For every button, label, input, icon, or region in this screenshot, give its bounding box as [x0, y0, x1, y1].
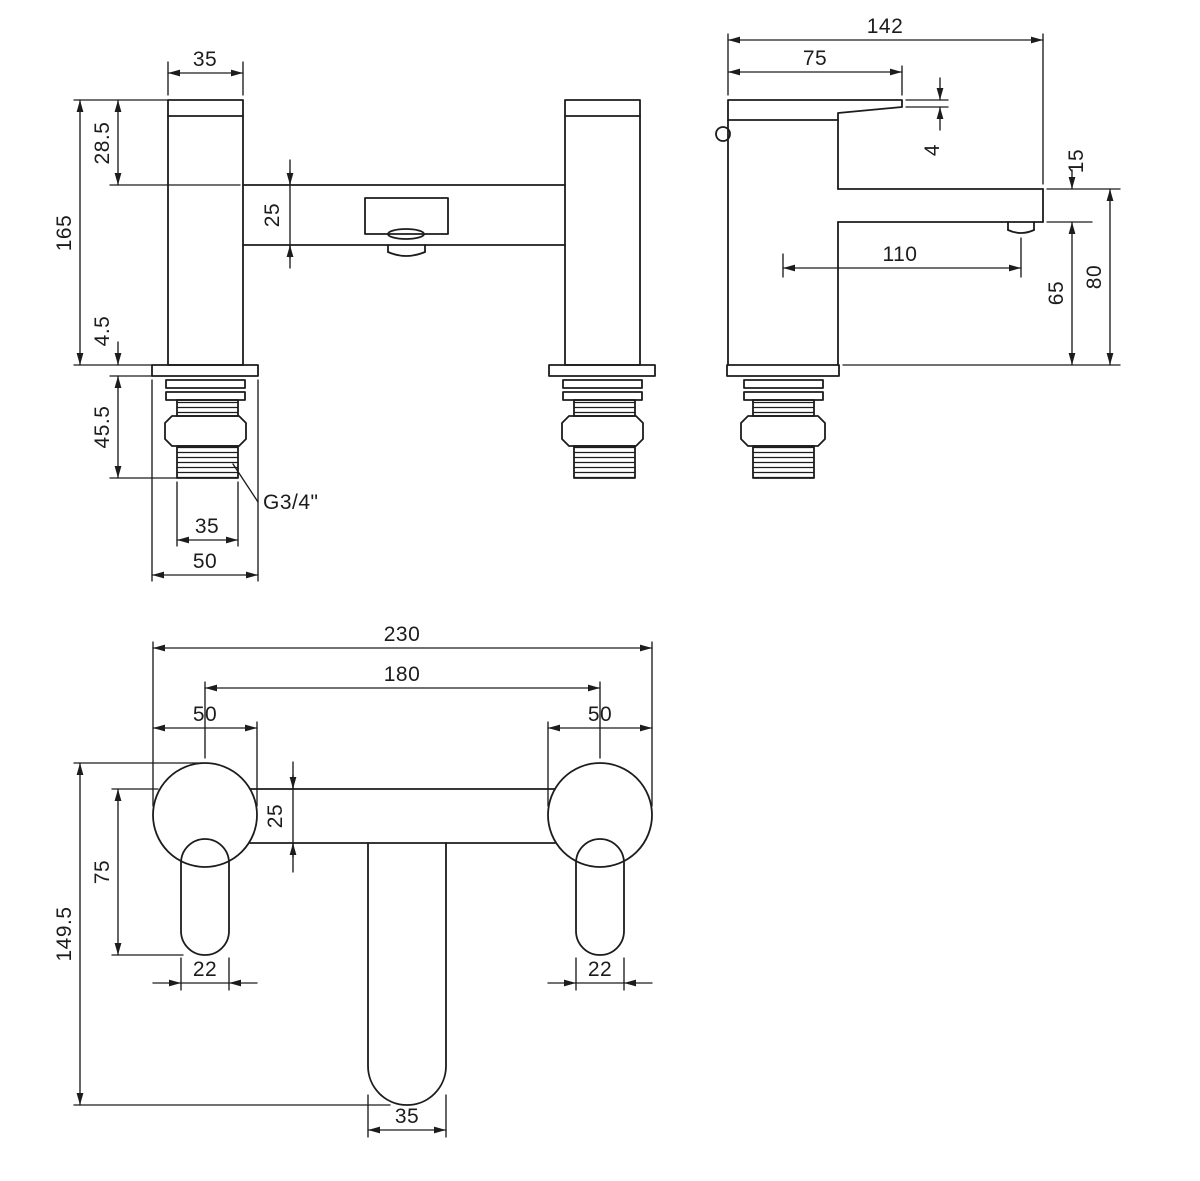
right-washer-1	[562, 379, 643, 389]
side-thread-upper	[752, 399, 815, 417]
dim-front-base-width: 50	[193, 550, 217, 573]
dim-front-shank-length: 45.5	[91, 406, 114, 449]
left-thread-lower	[176, 445, 239, 479]
dim-front-deck-plate: 4.5	[91, 316, 114, 347]
plan-dimensions: 230 180 50 50 25 75	[53, 623, 653, 1138]
front-right-shank	[548, 364, 656, 479]
dim-side-handle-reach: 75	[803, 47, 827, 70]
dim-plan-left-handle-width: 22	[193, 958, 217, 981]
side-deck-flange	[726, 364, 840, 377]
dim-plan-hole-centres: 180	[384, 663, 421, 686]
side-spout	[837, 188, 1044, 234]
front-spout-outlet	[387, 251, 426, 257]
left-washer-2	[165, 391, 246, 401]
side-view: 142 75 4 110 15 65 80	[715, 15, 1121, 479]
dim-side-lever-tip: 4	[921, 144, 944, 156]
dim-side-underside-height: 65	[1045, 281, 1068, 305]
thread-spec-leader	[232, 463, 259, 503]
dim-plan-spout-width: 35	[395, 1105, 419, 1128]
dim-front-total-height: 165	[53, 215, 76, 252]
side-dimensions: 142 75 4 110 15 65 80	[727, 15, 1121, 366]
dim-front-top-to-bridge: 28.5	[91, 122, 114, 165]
right-thread-upper	[573, 399, 636, 417]
dim-plan-right-handle-width: 22	[588, 958, 612, 981]
front-view: 35 28.5 165 25 4.5 45.5 G3/4"	[53, 48, 656, 582]
dim-plan-overall-width: 230	[384, 623, 421, 646]
right-washer-2	[562, 391, 643, 401]
thread-spec-label: G3/4"	[263, 491, 318, 514]
front-bridge	[242, 184, 566, 257]
dim-side-overall-reach: 142	[867, 15, 904, 38]
right-backnut	[561, 415, 644, 447]
dim-plan-handle-length: 75	[91, 860, 114, 884]
left-thread-upper	[176, 399, 239, 417]
front-left-body	[167, 99, 244, 366]
side-washer-2	[743, 391, 824, 401]
plan-spout	[367, 842, 447, 1106]
left-backnut	[164, 415, 247, 447]
plan-view: 230 180 50 50 25 75	[53, 623, 653, 1138]
dim-plan-left-dia: 50	[193, 703, 217, 726]
plan-left-handle	[180, 838, 230, 956]
dim-front-bridge-face: 25	[261, 203, 284, 227]
left-deck-flange	[151, 364, 259, 377]
plan-left-body	[152, 762, 258, 868]
side-body	[715, 99, 903, 366]
side-shank	[726, 364, 840, 479]
dim-front-shank-width: 35	[195, 515, 219, 538]
plan-bodies	[152, 762, 653, 1106]
front-dimensions: 35 28.5 165 25 4.5 45.5 G3/4"	[53, 48, 318, 582]
side-aerator	[1007, 229, 1035, 234]
dim-side-spout-reach: 110	[883, 243, 918, 266]
plan-right-handle	[575, 838, 625, 956]
dim-plan-right-dia: 50	[588, 703, 612, 726]
left-washer-1	[165, 379, 246, 389]
right-thread-lower	[573, 445, 636, 479]
dim-front-top-width: 35	[193, 48, 217, 71]
side-index-button	[715, 126, 731, 142]
front-left-shank	[151, 364, 259, 479]
dim-plan-overall-depth: 149.5	[53, 906, 76, 961]
front-right-body	[564, 99, 641, 366]
dim-plan-bridge-width: 25	[264, 804, 287, 828]
front-spout-face	[364, 197, 449, 235]
side-backnut	[740, 415, 826, 447]
side-lever	[727, 99, 903, 121]
dim-side-spout-thickness: 15	[1065, 149, 1088, 173]
plan-right-body	[547, 762, 653, 868]
front-aerator	[387, 228, 425, 240]
side-washer-1	[743, 379, 824, 389]
side-thread-lower	[752, 445, 815, 479]
right-deck-flange	[548, 364, 656, 377]
dim-side-spout-height: 80	[1083, 265, 1106, 289]
